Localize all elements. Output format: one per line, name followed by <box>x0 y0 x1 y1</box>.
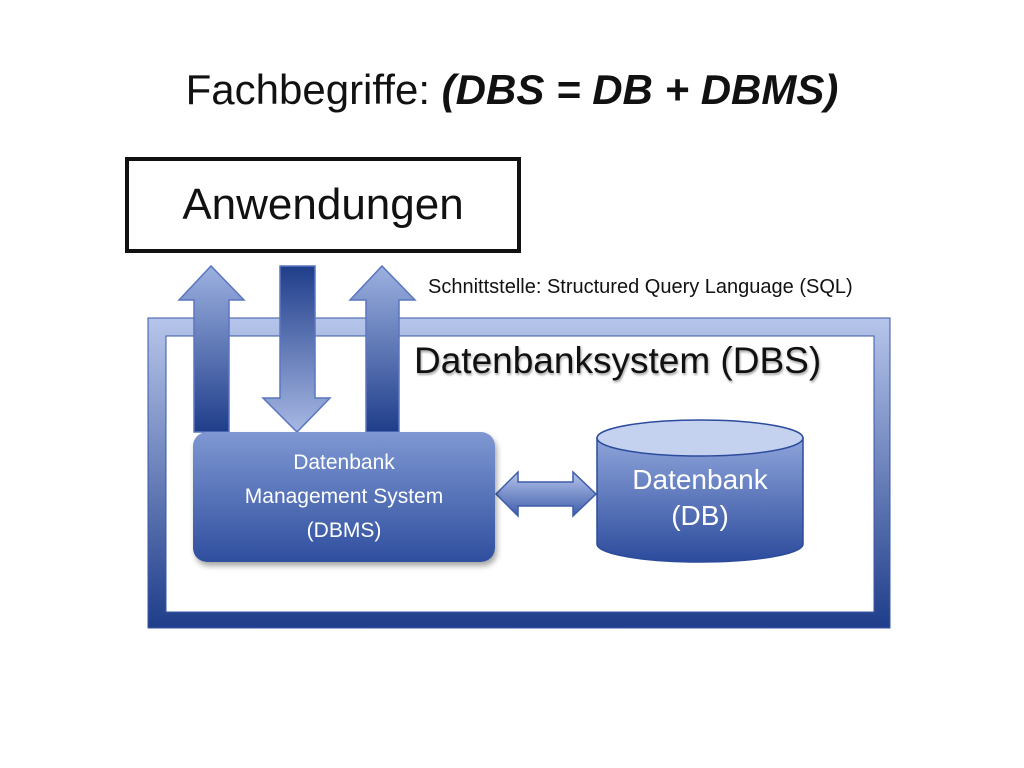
interface-label: Schnittstelle: Structured Query Language… <box>428 276 853 298</box>
dbs-container-frame <box>147 317 891 629</box>
up-arrow-right-icon <box>348 264 417 433</box>
title-emphasis: (DBS = DB + DBMS) <box>441 66 839 113</box>
dbms-box: Datenbank Management System (DBMS) <box>193 432 495 562</box>
database-cylinder-icon <box>596 419 804 563</box>
dbms-label-line3: (DBMS) <box>306 519 382 542</box>
dbms-label-line1: Datenbank <box>293 451 395 474</box>
title-prefix: Fachbegriffe: <box>185 66 442 113</box>
database-label-line1: Datenbank <box>632 464 768 495</box>
dbs-container-label: Datenbanksystem (DBS) <box>414 340 822 381</box>
applications-box: Anwendungen <box>125 157 521 253</box>
bidirectional-arrow-icon <box>494 470 598 518</box>
up-arrow-left-icon <box>177 264 246 433</box>
down-arrow-middle-icon <box>261 265 332 434</box>
applications-label: Anwendungen <box>182 180 464 229</box>
database-label-line2: (DB) <box>671 500 729 531</box>
page-title: Fachbegriffe: (DBS = DB + DBMS) <box>0 66 1024 114</box>
database-label: Datenbank (DB) <box>597 462 803 534</box>
dbms-label-line2: Management System <box>244 485 444 508</box>
